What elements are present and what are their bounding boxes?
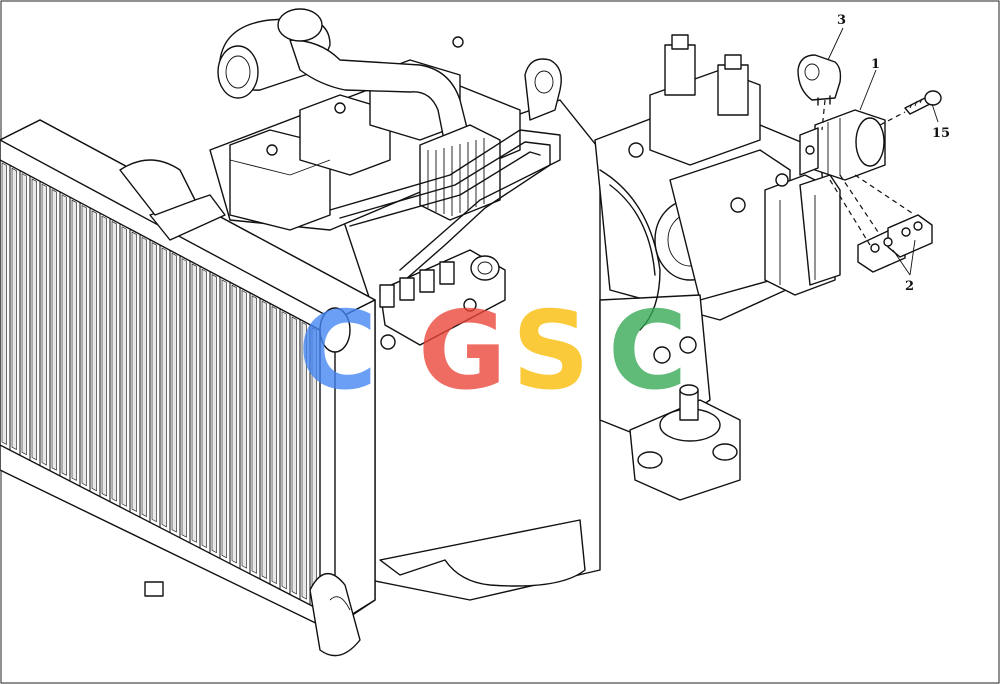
callout-3: 3 xyxy=(837,13,846,28)
cgsc-watermark-logo: C G S C xyxy=(298,289,687,414)
part-1-hydraulic-pump xyxy=(799,109,886,181)
callout-1: 1 xyxy=(871,57,880,72)
radiator-fin-slot xyxy=(211,274,217,554)
injector-fittings xyxy=(379,261,455,308)
radiator-fin-slot xyxy=(81,205,87,487)
radiator-fin-slot xyxy=(41,183,47,466)
radiator-fin-slot xyxy=(171,252,177,533)
radiator-fin-slot xyxy=(281,311,287,590)
radiator-fin-slot xyxy=(151,242,157,523)
radiator-fin-slot xyxy=(221,279,227,559)
assembly-lines xyxy=(821,99,916,246)
callout-15: 15 xyxy=(932,126,950,141)
radiator-fin-slot xyxy=(261,300,267,579)
part-2-mounting-plates xyxy=(857,214,933,273)
radiator-fin-slot xyxy=(241,290,247,569)
engine-block xyxy=(209,8,601,601)
leader-lines xyxy=(827,27,939,276)
radiator-fin-slot xyxy=(291,316,297,595)
radiator-fin-slot xyxy=(121,226,127,507)
part-15-bolt xyxy=(904,90,942,115)
watermark-letter: S xyxy=(512,289,590,414)
radiator-fins xyxy=(0,160,321,610)
radiator-fin-slot xyxy=(131,231,137,512)
radiator-fin-slot xyxy=(1,162,7,445)
radiator xyxy=(0,119,376,657)
radiator-fin-slot xyxy=(51,189,57,471)
radiator-fin-slot xyxy=(251,295,257,574)
radiator-fin-slot xyxy=(91,210,97,492)
radiator-fin-slot xyxy=(71,199,77,481)
part-3-fitting xyxy=(797,54,842,106)
radiator-fin-slot xyxy=(31,178,37,461)
watermark-letter: C xyxy=(608,289,687,414)
radiator-fin-slot xyxy=(141,236,147,518)
radiator-fin-slot xyxy=(301,321,307,600)
radiator-fin-slot xyxy=(111,220,117,502)
radiator-fin-slot xyxy=(271,305,277,585)
radiator-fin-slot xyxy=(21,173,27,456)
radiator-fin-slot xyxy=(61,194,67,476)
radiator-fin-slot xyxy=(191,263,197,543)
watermark-letter: C xyxy=(298,289,377,414)
radiator-fin-slot xyxy=(231,284,237,564)
callout-2: 2 xyxy=(905,279,914,294)
radiator-fin-slot xyxy=(201,268,207,548)
radiator-fin-slot xyxy=(181,258,187,538)
radiator-fin-slot xyxy=(101,215,107,497)
watermark-letter: G xyxy=(418,289,507,414)
transmission-assembly xyxy=(594,34,841,501)
radiator-fin-slot xyxy=(161,247,167,528)
radiator-fin-slot xyxy=(11,167,17,450)
